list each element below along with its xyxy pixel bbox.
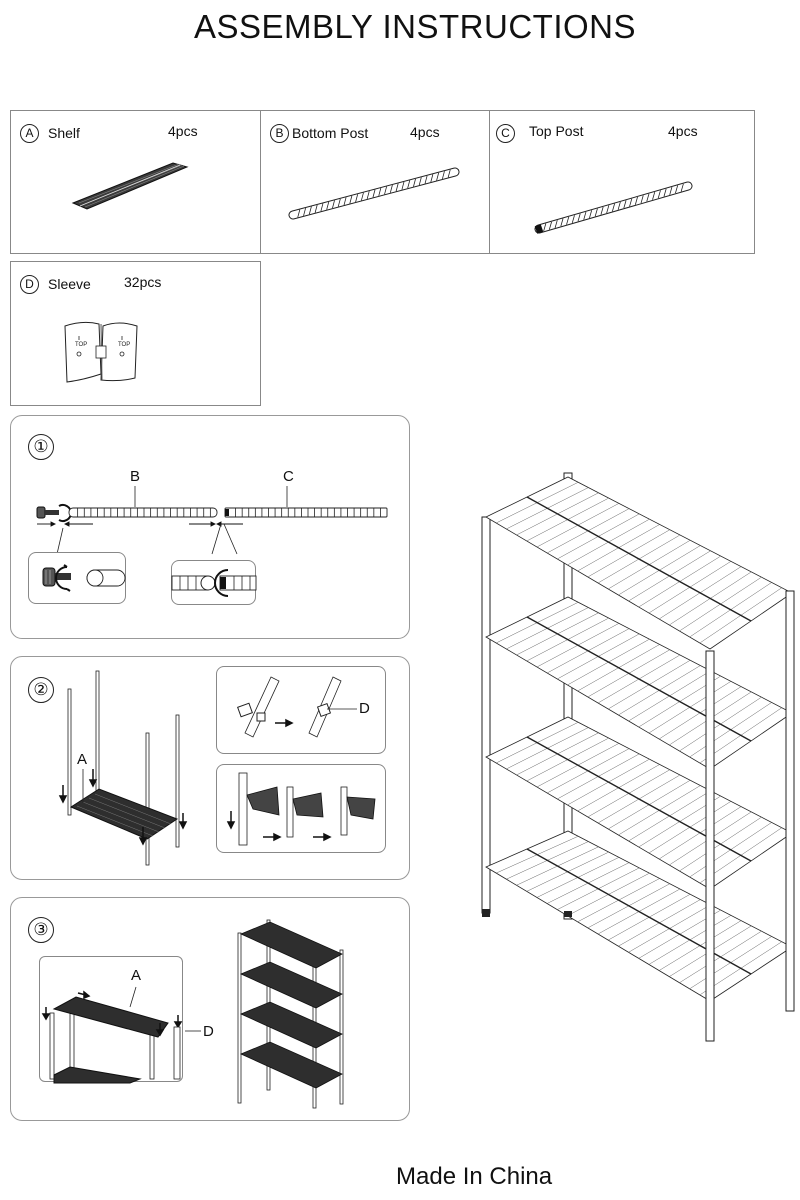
step-number: ①: [28, 434, 54, 460]
step-number: ③: [28, 917, 54, 943]
step-1-panel: ① B C: [10, 415, 410, 639]
part-shelf-box: A Shelf 4pcs: [10, 110, 261, 254]
label-sleeve: D: [359, 700, 370, 717]
assembled-shelf-illustration: [481, 472, 795, 1042]
sleeve-top-mark: TOP: [75, 342, 87, 348]
sleeve-top-mark: TOP: [118, 342, 130, 348]
step-3-detail: A: [39, 956, 183, 1084]
shelf-illustration: [71, 162, 189, 210]
part-letter-c: C: [496, 124, 515, 143]
part-qty-shelf: 4pcs: [168, 123, 198, 139]
part-top-post-box: C Top Post 4pcs: [489, 110, 755, 254]
step-number: ②: [28, 677, 54, 703]
step-2-panel: ② A D: [10, 656, 410, 880]
top-post-illustration: [534, 181, 693, 234]
shelf-lock-detail: [226, 772, 376, 846]
step-1-detail-joint: [171, 560, 257, 605]
step-3-illustration: [185, 919, 344, 1109]
label-shelf: A: [131, 967, 142, 984]
step-2-illustration: [58, 670, 188, 866]
part-bottom-post-box: B Bottom Post 4pcs: [260, 110, 490, 254]
part-letter-b: B: [270, 124, 289, 143]
post-joint-detail: [171, 569, 257, 597]
part-name-bottom-post: Bottom Post: [292, 125, 369, 141]
step-1-detail-foot: [28, 552, 126, 604]
made-in-label: Made In China: [396, 1163, 553, 1190]
sleeve-illustration: TOP TOP: [64, 321, 138, 383]
label-top-post: C: [283, 468, 294, 485]
bottom-post-illustration: [288, 167, 460, 220]
part-name-top-post: Top Post: [529, 123, 584, 139]
part-letter-a: A: [20, 124, 39, 143]
sleeve-attach-detail: [237, 676, 357, 738]
part-name-shelf: Shelf: [48, 125, 80, 141]
part-qty-bottom-post: 4pcs: [410, 124, 440, 140]
label-shelf: A: [77, 751, 88, 768]
page-title: ASSEMBLY INSTRUCTIONS: [193, 8, 637, 45]
label-bottom-post: B: [130, 468, 141, 485]
step-1-illustration: [36, 486, 388, 555]
part-qty-sleeve: 32pcs: [124, 274, 162, 290]
label-sleeve: D: [203, 1023, 214, 1040]
part-letter-d: D: [20, 275, 39, 294]
step-2-detail-lock: [216, 764, 386, 853]
part-name-sleeve: Sleeve: [48, 276, 91, 292]
foot-screw-detail: [42, 564, 126, 592]
shelf-top-detail: [41, 986, 183, 1084]
step-2-detail-sleeve: D: [216, 666, 386, 754]
part-sleeve-box: D Sleeve 32pcs TOP TOP: [10, 261, 261, 406]
step-3-panel: ③ A D: [10, 897, 410, 1121]
part-qty-top-post: 4pcs: [668, 123, 698, 139]
